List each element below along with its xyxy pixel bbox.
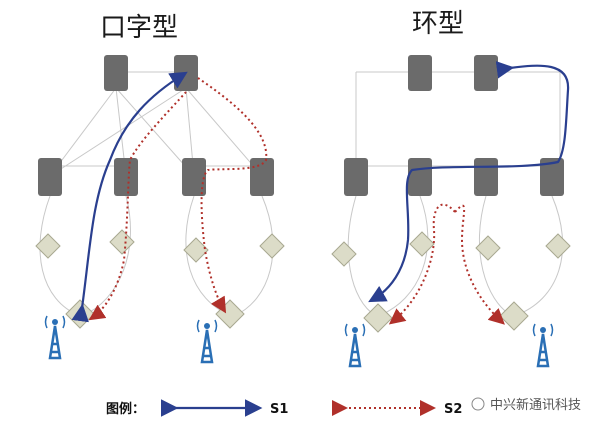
left-title: 口字型 — [100, 13, 178, 43]
left-node-1 — [35, 233, 61, 259]
right-title: 环型 — [412, 9, 464, 39]
right-node-5 — [363, 303, 393, 333]
left-topology — [35, 55, 285, 364]
right-tower-1 — [344, 323, 366, 368]
right-agg-switch-4 — [540, 158, 564, 196]
left-access-nodes — [35, 229, 285, 329]
left-s2-path-a — [197, 77, 268, 314]
legend-s1-label: S1 — [270, 402, 288, 417]
right-s2-path-a — [388, 203, 456, 325]
right-switches — [344, 55, 564, 196]
right-agg-switch-2 — [408, 158, 432, 196]
watermark: 中兴新通讯科技 — [471, 397, 581, 413]
left-node-6 — [215, 299, 245, 329]
left-core-switch-2 — [174, 55, 198, 91]
legend: 图例： S1 S2 — [106, 399, 462, 417]
right-core-switch-1 — [408, 55, 432, 91]
right-core-switch-2 — [474, 55, 498, 91]
left-core-switch-1 — [104, 55, 128, 91]
right-tower-2 — [532, 323, 554, 368]
left-tower-1 — [44, 315, 66, 360]
right-links — [347, 71, 564, 317]
left-agg-switch-2 — [114, 158, 138, 196]
right-topology — [331, 55, 571, 368]
left-node-4 — [259, 233, 285, 259]
watermark-logo-icon — [471, 397, 485, 411]
left-node-5 — [65, 299, 95, 329]
legend-label: 图例： — [106, 401, 145, 417]
right-node-1 — [331, 241, 357, 267]
left-switches — [38, 55, 274, 196]
left-s2-path-b — [88, 91, 187, 321]
watermark-text: 中兴新通讯科技 — [490, 397, 581, 413]
right-node-6 — [499, 301, 529, 331]
left-s1-path — [71, 71, 188, 323]
right-s1-path — [368, 61, 570, 303]
right-agg-switch-1 — [344, 158, 368, 196]
right-agg-switch-3 — [474, 158, 498, 196]
legend-s2-label: S2 — [444, 402, 462, 417]
right-s2-path-b — [454, 204, 505, 325]
right-access-nodes — [331, 231, 571, 333]
left-agg-switch-3 — [182, 158, 206, 196]
left-agg-switch-1 — [38, 158, 62, 196]
right-node-4 — [545, 233, 571, 259]
left-agg-switch-4 — [250, 158, 274, 196]
left-node-3 — [183, 237, 209, 263]
right-node-2 — [409, 231, 435, 257]
left-tower-2 — [196, 319, 218, 364]
